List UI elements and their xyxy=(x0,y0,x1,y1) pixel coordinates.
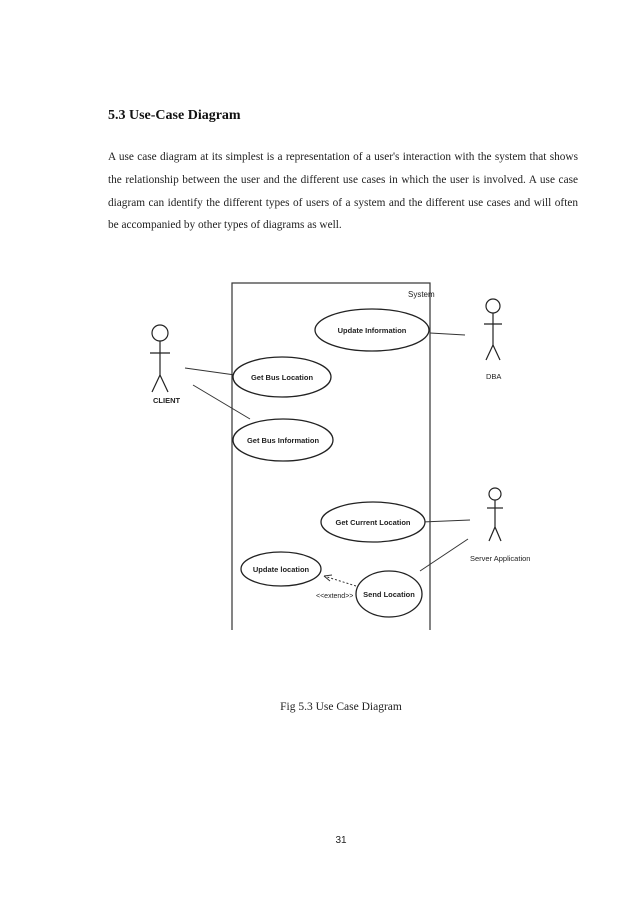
assoc-server-get-current-location xyxy=(421,519,471,523)
usecase-update-information-label: Update Information xyxy=(338,326,407,335)
usecase-update-information xyxy=(314,308,430,352)
extend-arrow-line xyxy=(323,575,357,587)
system-label: System xyxy=(408,290,435,299)
assoc-client-get-bus-location xyxy=(184,367,236,376)
usecase-update-location-label: Update location xyxy=(253,565,310,574)
dba-actor-figure xyxy=(484,298,502,361)
figure-caption: Fig 5.3 Use Case Diagram xyxy=(280,701,402,713)
assoc-server-send-location xyxy=(419,538,469,572)
client-actor-figure xyxy=(150,324,170,393)
extend-arrow-head xyxy=(323,574,333,582)
system-boundary xyxy=(231,282,431,630)
usecase-send-location-label: Send Location xyxy=(363,590,415,599)
actor-client-label: CLIENT xyxy=(153,396,181,405)
usecase-send-location xyxy=(355,570,423,618)
section-heading: 5.3 Use-Case Diagram xyxy=(108,108,241,123)
server-actor-figure xyxy=(487,487,503,542)
extend-label: <<extend>> xyxy=(316,593,353,600)
section-paragraph: A use case diagram at its simplest is a … xyxy=(108,151,578,232)
usecase-get-bus-information-label: Get Bus Information xyxy=(247,436,320,445)
assoc-dba-update-information xyxy=(429,332,466,336)
usecase-get-bus-location xyxy=(232,356,332,398)
use-case-diagram: System CLIENT DBA xyxy=(140,275,540,630)
assoc-client-get-bus-information xyxy=(192,384,251,420)
usecase-get-bus-location-label: Get Bus Location xyxy=(251,373,314,382)
usecase-update-location xyxy=(240,551,322,587)
usecase-get-current-location-label: Get Current Location xyxy=(335,518,410,527)
usecase-get-bus-information xyxy=(232,418,334,462)
usecase-get-current-location xyxy=(320,501,426,543)
actor-dba-label: DBA xyxy=(486,372,501,381)
actor-server-label: Server Application xyxy=(470,554,530,563)
page-number: 31 xyxy=(335,835,347,846)
